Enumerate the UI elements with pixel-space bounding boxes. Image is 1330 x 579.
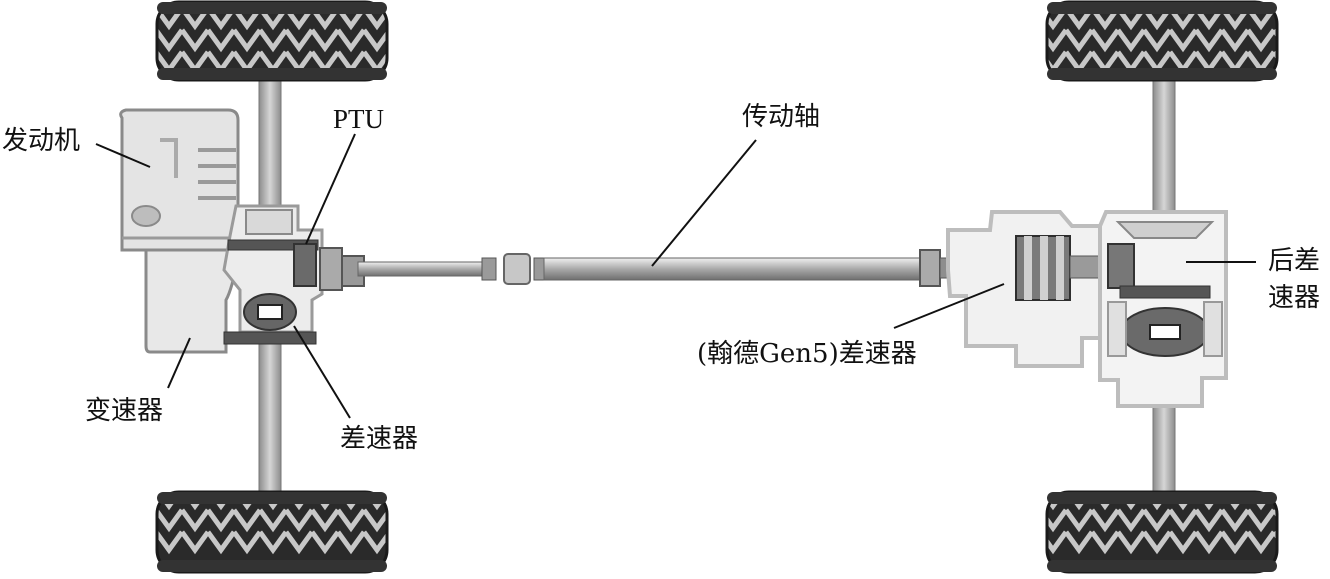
rear-bottom-wheel: [1047, 492, 1277, 572]
leader-ptu: [306, 134, 355, 244]
label-engine: 发动机: [2, 128, 80, 154]
engine-block: [121, 110, 238, 250]
front-bottom-wheel: [157, 492, 387, 572]
label-transmission: 变速器: [85, 398, 163, 424]
haldex-housing: [948, 212, 1110, 366]
label-driveshaft: 传动轴: [742, 104, 820, 130]
label-front-diff: 差速器: [340, 426, 418, 452]
drive-shaft: [342, 250, 1020, 286]
leader-driveshaft: [652, 140, 756, 266]
label-ptu: PTU: [333, 106, 384, 133]
label-haldex: (翰德Gen5)差速器: [697, 341, 917, 367]
label-rear-diff-line2: 速器: [1268, 285, 1320, 311]
front-diff-housing: [224, 206, 342, 344]
leader-front-diff: [294, 326, 350, 418]
rear-top-wheel: [1047, 2, 1277, 80]
front-top-wheel: [157, 2, 387, 80]
label-rear-diff-line1: 后差: [1268, 248, 1320, 274]
rear-diff-housing: [1100, 212, 1226, 406]
